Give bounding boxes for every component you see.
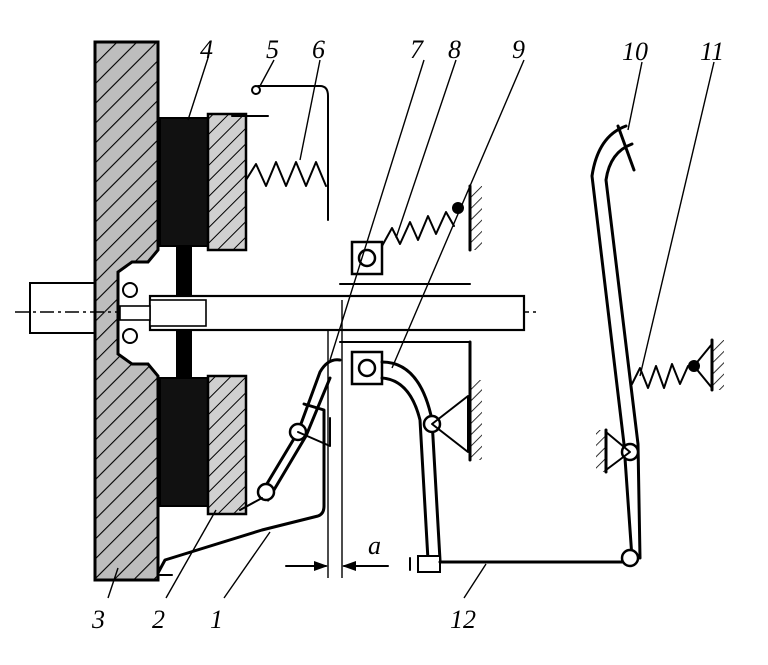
clutch-cover-lever [156, 358, 342, 576]
release-bearing [339, 240, 471, 386]
label-10: 10 [622, 37, 648, 66]
label-5: 5 [266, 35, 279, 64]
friction-disc [159, 117, 209, 507]
bearing-return-spring [381, 184, 482, 252]
pressure-plate [206, 112, 248, 516]
engine-shaft [29, 282, 97, 334]
label-6: 6 [312, 35, 325, 64]
pilot-bearing [122, 282, 138, 344]
label-11: 11 [700, 37, 724, 66]
leader-lines [107, 57, 715, 599]
clutch-shaft [119, 294, 526, 332]
clutch-pedal [590, 124, 642, 568]
flywheel [93, 40, 160, 582]
dimension-a-label: a [368, 531, 381, 560]
label-1: 1 [210, 605, 223, 634]
release-fork [380, 340, 482, 562]
connecting-rod [409, 555, 630, 573]
label-9: 9 [512, 35, 525, 64]
pressure-spring [231, 85, 329, 221]
label-7: 7 [410, 35, 424, 64]
pedal-return-spring [631, 338, 724, 392]
label-8: 8 [448, 35, 461, 64]
label-2: 2 [152, 605, 165, 634]
label-12: 12 [450, 605, 476, 634]
driven-disc-hub [176, 245, 192, 380]
clearance-dimension [285, 300, 389, 578]
label-3: 3 [91, 605, 105, 634]
label-4: 4 [200, 35, 213, 64]
